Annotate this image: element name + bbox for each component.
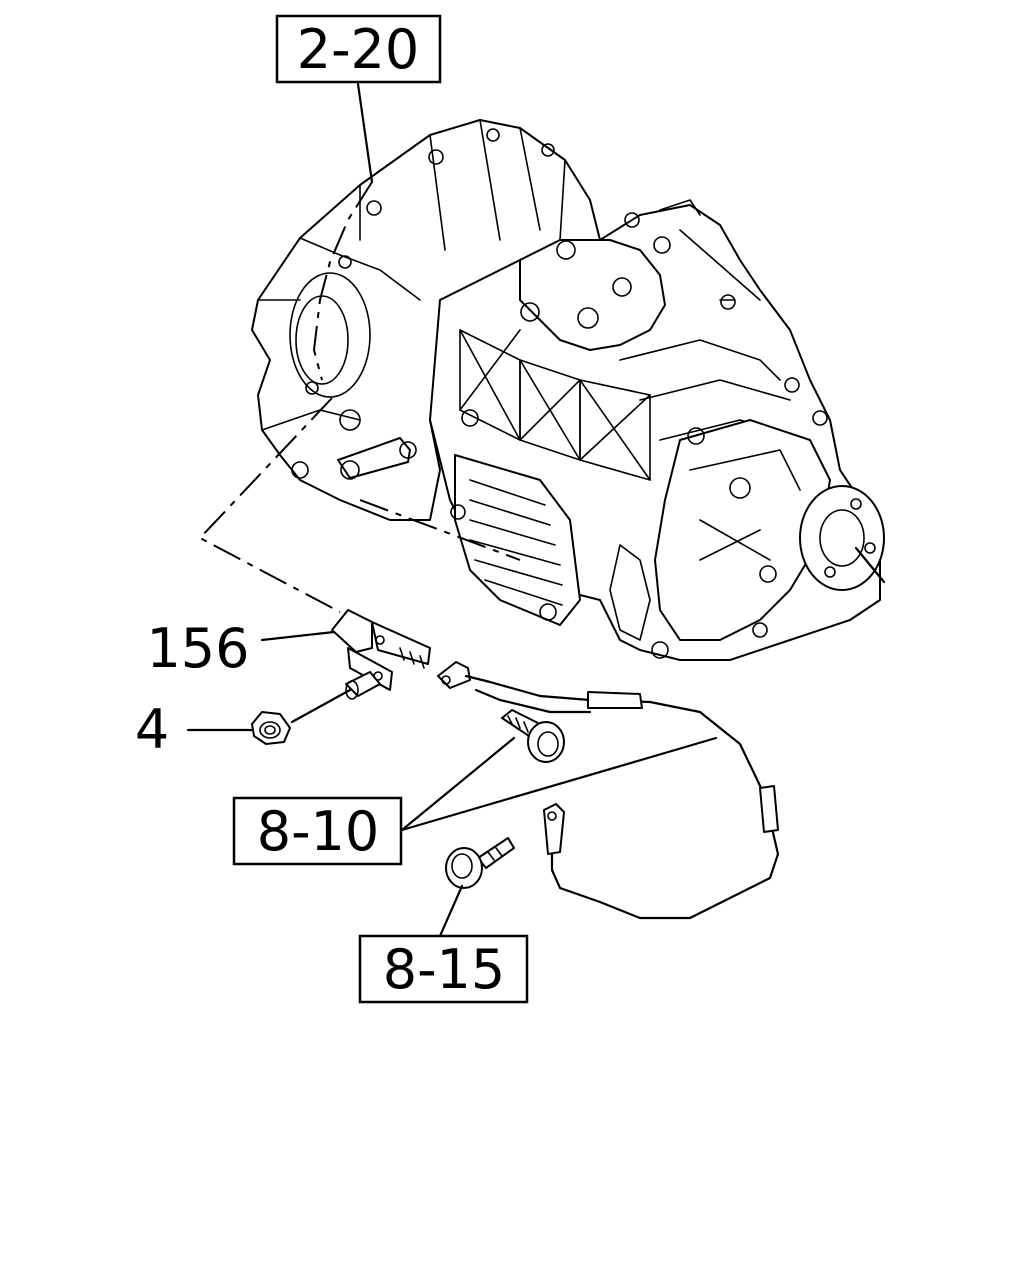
callout-label-4: 4 xyxy=(135,698,169,761)
callout-label-156: 156 xyxy=(146,617,249,680)
callout-8-10: 8-10 xyxy=(232,796,403,866)
transmission-assembly xyxy=(251,119,886,661)
callout-156: 156 xyxy=(146,617,249,680)
callout-2-20: 2-20 xyxy=(275,14,442,84)
callout-4: 4 xyxy=(135,698,169,761)
flange-nut-part xyxy=(251,711,291,745)
callout-label-8-10: 8-10 xyxy=(257,800,380,863)
bolt-8-15-part xyxy=(445,837,515,889)
bolt-8-10-part xyxy=(501,709,565,763)
stud-bolt-part xyxy=(345,671,381,700)
callout-label-2-20: 2-20 xyxy=(297,18,420,81)
ground-cable-part xyxy=(437,661,780,920)
callout-8-15: 8-15 xyxy=(358,934,529,1004)
leader-lines xyxy=(186,82,718,938)
callout-label-8-15: 8-15 xyxy=(383,938,506,1001)
sensor-bracket-part xyxy=(331,609,431,691)
